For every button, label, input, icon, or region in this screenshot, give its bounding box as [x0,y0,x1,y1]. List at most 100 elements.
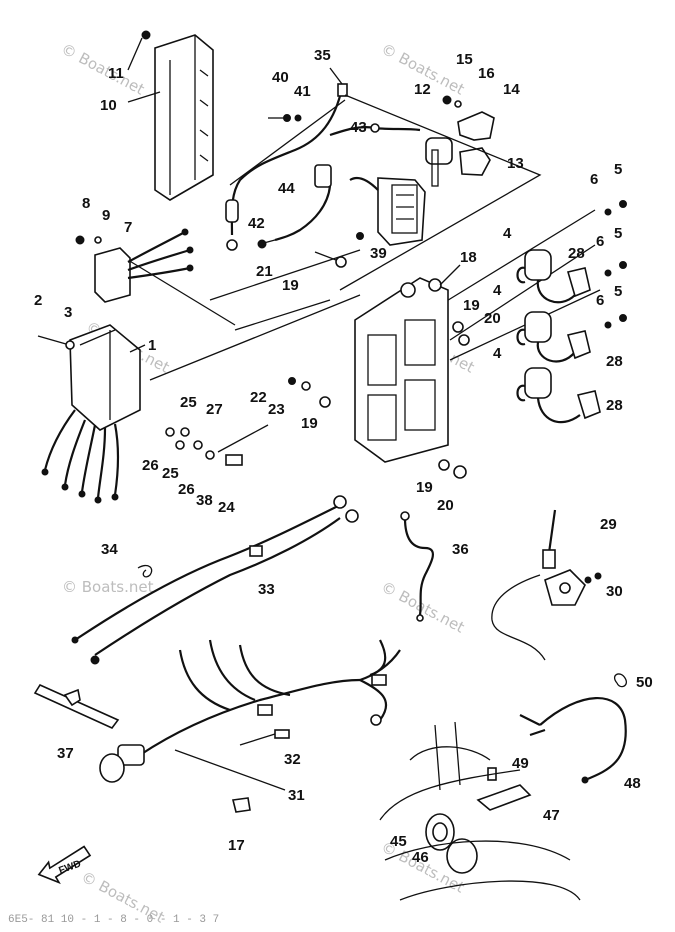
callout-15: 15 [456,51,473,68]
callout-29: 29 [600,516,617,533]
callout-18: 18 [460,249,477,266]
part-41-washer [294,114,302,122]
callout-47: 47 [543,807,560,824]
part-4-coil-top [516,249,576,304]
part-35-lead [225,83,348,251]
callout-10: 10 [100,97,117,114]
watermark-5: © Boats.net [62,578,154,596]
part-37-bracket [33,683,120,729]
linkage-lines-1 [339,94,542,291]
lower-cowl-outline [379,721,581,901]
part-8-screw [75,235,85,245]
part-7-unit [94,228,194,303]
part-27-rod [217,424,269,453]
part-12-starter-relay [425,137,453,187]
callout-4-mid: 4 [493,282,502,299]
linkage-lines-3 [149,249,361,381]
part-28-cap-bottom [576,390,601,420]
part-3-washer [65,340,75,350]
leader-11 [127,37,143,71]
part-6-nut-c [604,321,612,329]
callout-44: 44 [278,180,295,197]
callout-49: 49 [512,755,529,772]
part-31-connector [99,744,145,783]
callout-25-a: 25 [180,394,197,411]
part-50-clip [613,673,627,688]
part-39-rectifier [349,176,426,246]
part-19-nut-b [319,396,331,408]
callout-35: 35 [314,47,331,64]
watermark-1: © Boats.net [58,40,147,99]
callout-32: 32 [284,751,301,768]
part-11-screw [141,30,151,40]
callout-25-b: 25 [162,465,179,482]
callout-6-a: 6 [590,171,598,188]
callout-4-top: 4 [503,225,512,242]
callout-41: 41 [294,83,311,100]
part-26-washer-b [175,440,185,450]
callout-28-c: 28 [606,397,623,414]
callout-7: 7 [124,219,132,236]
footer-code: 6E5- 81 10 - 1 - 8 - 0 - 1 - 3 7 [8,914,219,926]
callout-2: 2 [34,292,42,309]
part-21-bolt [314,251,337,261]
leader-31 [174,749,286,791]
callout-31: 31 [288,787,305,804]
callout-16: 16 [478,65,495,82]
callout-20-a: 20 [484,310,501,327]
callout-6-c: 6 [596,292,604,309]
callout-21: 21 [256,263,273,280]
callout-23: 23 [268,401,285,418]
part-38-nut [205,450,215,460]
part-10-cover [154,34,214,201]
callout-17: 17 [228,837,245,854]
callout-45: 45 [390,833,407,850]
part-6-nut-b [604,269,612,277]
callout-36: 36 [452,541,469,558]
callout-34: 34 [101,541,118,558]
part-13-cap [459,147,491,176]
callout-3: 3 [64,304,72,321]
part-5-screw-b [619,261,627,269]
callout-33: 33 [258,581,275,598]
callout-19-b: 19 [463,297,480,314]
callout-43: 43 [350,119,367,136]
part-20-washer-a [458,334,470,346]
part-34-clip [137,564,153,578]
part-32-fuse [239,729,290,746]
callout-28-b: 28 [606,353,623,370]
callout-13: 13 [507,155,524,172]
callout-37: 37 [57,745,74,762]
callout-39: 39 [370,245,387,262]
part-19-nut-c [452,321,464,333]
linkage-lines-4 [127,259,236,326]
part-25-nut-a [180,427,190,437]
part-19-nut-a [335,256,347,268]
callout-19-d: 19 [416,479,433,496]
callout-4-bottom: 4 [493,345,502,362]
callout-labels: 1 2 3 4 4 4 5 5 5 6 6 6 7 8 9 10 11 12 1… [34,47,653,866]
part-2-bolt [37,335,67,345]
callout-9: 9 [102,207,110,224]
part-24-spring [225,454,243,466]
callout-6-b: 6 [596,233,604,250]
part-6-nut-a [604,208,612,216]
part-28-cap-mid [566,330,591,360]
part-42-head [257,239,267,249]
leader-18 [439,264,461,286]
part-25-nut-b [193,440,203,450]
callout-5-c: 5 [614,283,622,300]
callout-30: 30 [606,583,623,600]
watermark-6: © Boats.net [378,578,467,637]
callout-12: 12 [414,81,431,98]
callout-28-a: 28 [568,245,585,262]
part-4-coil-bottom [516,367,581,424]
part-36-lead [400,511,435,622]
callout-27: 27 [206,401,223,418]
callout-40: 40 [272,69,289,86]
part-23-washer [301,381,311,391]
linkage-lines-2 [229,99,346,186]
leader-10 [127,91,161,103]
callout-42: 42 [248,215,265,232]
part-31-main-harness [139,639,401,756]
